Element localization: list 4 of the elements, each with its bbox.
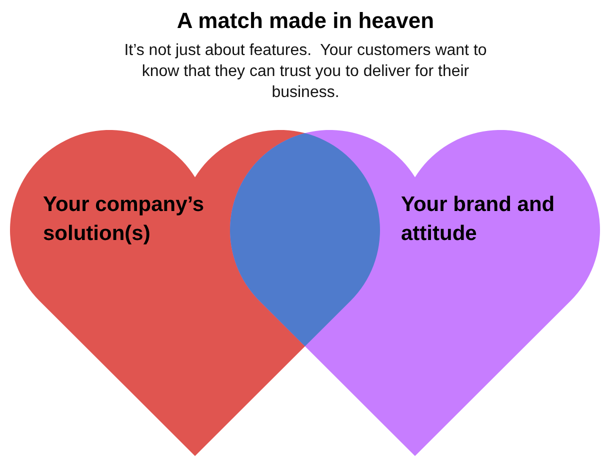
diagram-title: A match made in heaven (176, 8, 436, 34)
heart-label: Your brand and attitude (401, 192, 556, 247)
heart-label: Your company’s solution(s) (43, 192, 206, 247)
subtitle-text: It’s not just about features. Your customers want to know that they can trust you to deliver for their business. (123, 41, 488, 103)
